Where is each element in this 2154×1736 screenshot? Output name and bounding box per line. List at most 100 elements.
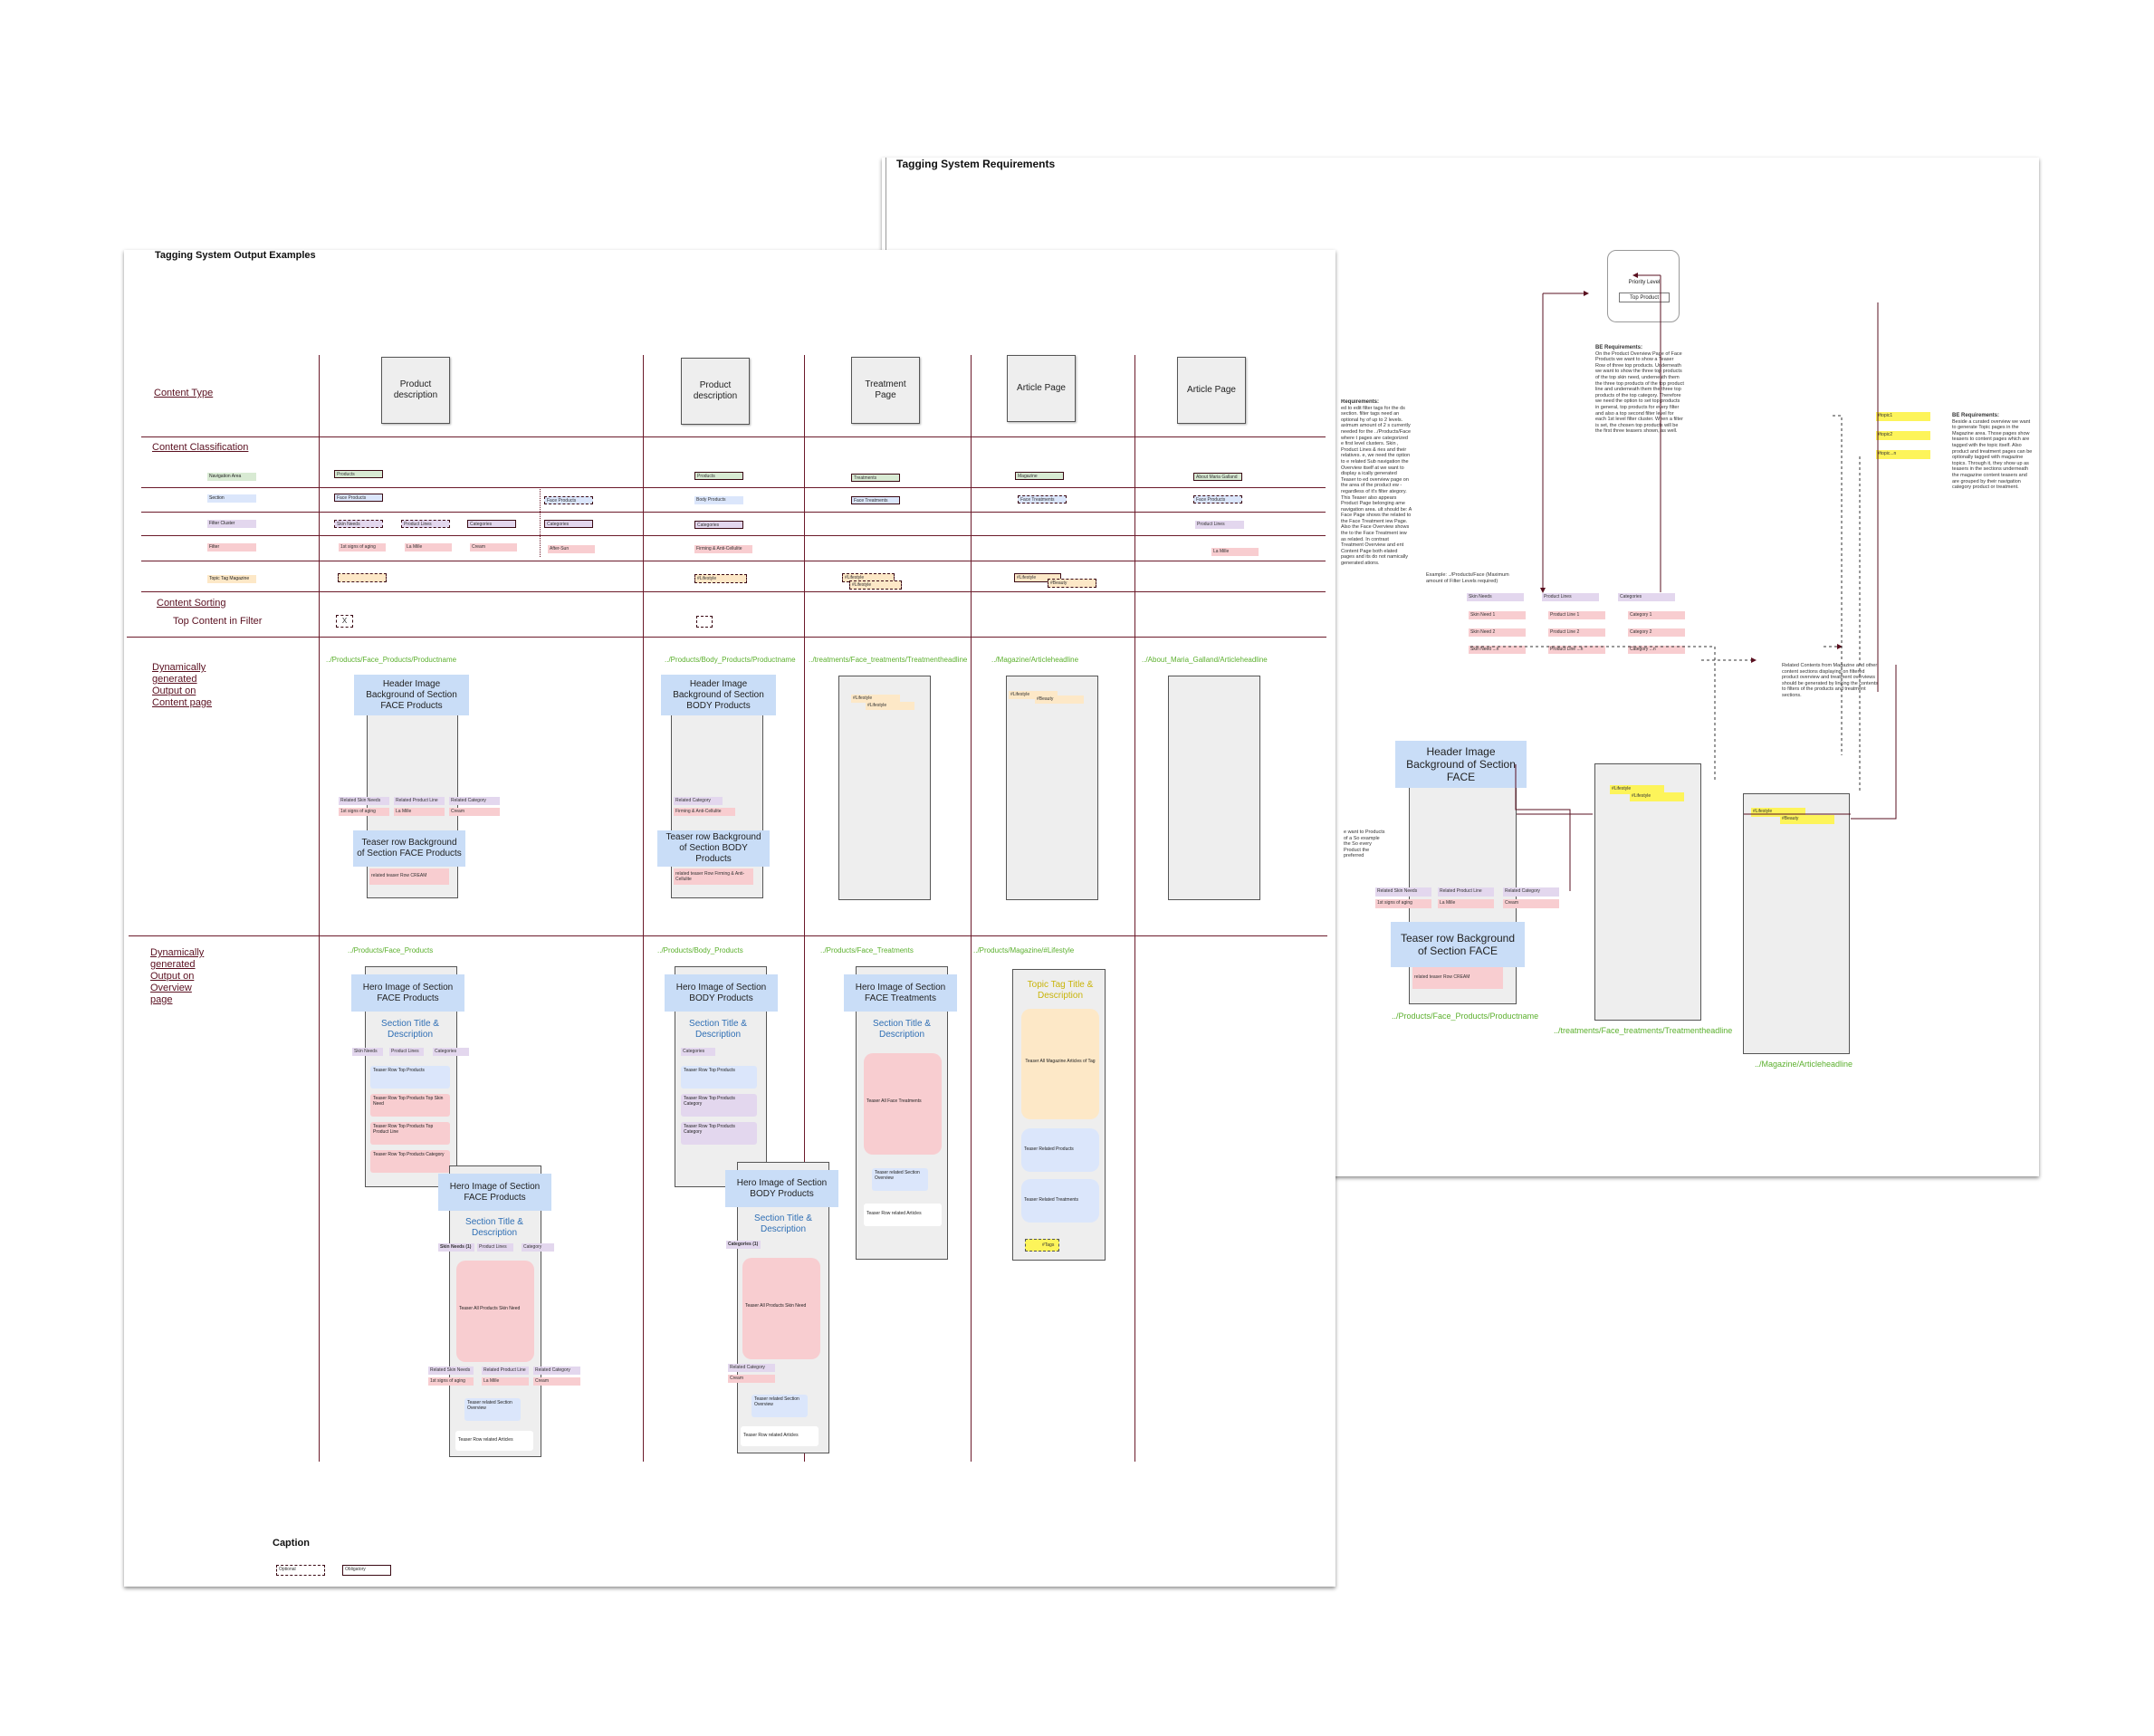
teaser-sub: related teaser Row CREAM [1412,967,1503,989]
row-divider [141,436,1326,437]
overview-hero: Hero Image of Section BODY Products [665,974,778,1012]
filter-item: Category 1 [1628,611,1685,619]
col-divider [643,355,644,1462]
teaser-all: Teaser All Face Treatments [864,1053,942,1155]
caption-optional: Optional [276,1565,325,1576]
overview-section-title: Section Title & Description [381,1019,439,1040]
label-content-sorting: Content Sorting [157,598,226,609]
topic-tag: #topic1 [1876,412,1930,421]
caption-obligatory: Obligatory [342,1565,391,1576]
filter-item: Product Line 1 [1548,611,1605,619]
col-divider [971,355,972,1462]
tag-section: Face Products [334,494,383,502]
content-url[interactable]: ../About_Maria_Galland/Articleheadline [1142,656,1268,664]
face-page-url[interactable]: ../Products/Face_Products/Productname [1392,1012,1539,1021]
topic-tag: #Lifestyle [1751,808,1805,817]
teaser-articles: Teaser Row related Articles [741,1426,819,1446]
treatment-page-url[interactable]: ../treatments/Face_treatments/Treatmenth… [1554,1026,1733,1035]
related-value: 1st signs of aging [1375,899,1431,908]
overview-url[interactable]: ../Products/Face_Treatments [820,946,914,954]
row-filter-cluster: Filter Cluster [207,520,256,528]
overview-url[interactable]: ../Products/Body_Products [657,946,743,954]
row-navigation-area: Navigation Area [207,473,256,481]
tag-filter: La Mille [405,543,452,551]
tag-filter: La Mille [1211,548,1259,556]
row-divider [141,512,1326,513]
row-divider [129,935,1327,936]
overview-url[interactable]: ../Products/Magazine/#Lifestyle [973,946,1075,954]
content-url[interactable]: ../treatments/Face_treatments/Treatmenth… [809,656,968,664]
row-divider [141,535,1326,536]
row-divider [141,487,1326,488]
overview-section-title: Section Title & Description [465,1217,523,1238]
related-value: 1st signs of aging [339,808,389,816]
overview-filter: Skin Needs [352,1048,383,1056]
dotted-separator [540,489,541,557]
tag-nav: Products [334,470,383,478]
label-top-content: Top Content in Filter [173,616,263,627]
filter-item: Product Line ...n [1548,646,1605,654]
tag-section: Body Products [694,496,743,504]
teaser-articles: Teaser Row related Articles [455,1431,533,1451]
treatment-page [1594,763,1701,1021]
topic-tag: #topic2 [1876,431,1930,440]
related-value: Cream [449,808,500,816]
topic-tag: #Lifestyle [1009,691,1058,699]
tag-cluster: Categories [467,520,516,528]
teaser-all: Teaser All Products Skin Need [456,1261,534,1362]
related-chip: Related Product Line [482,1367,529,1375]
content-type-box: Treatment Page [851,357,920,424]
example-label: Example: ../Products/Face (Maximum amoun… [1426,572,1509,584]
content-type-box: Product description [381,357,450,424]
tags-stack: #Tags [1025,1239,1059,1252]
filter-col-categories: Categories [1618,593,1675,601]
col-divider [804,355,805,1462]
filter-item: Skin Need ...n [1469,646,1526,654]
overview-url[interactable]: ../Products/Face_Products [348,946,434,954]
filter-item: Category 2 [1628,628,1685,637]
face-header-image: Header Image Background of Section FACE [1395,741,1527,788]
top-content-marker[interactable]: X [336,615,353,628]
top-product-button[interactable]: Top Product [1619,293,1670,302]
be-requirements-right: BE Requirements:Beside a curated overvie… [1952,413,2035,491]
content-url[interactable]: ../Products/Body_Products/Productname [665,656,796,664]
output-title: Tagging System Output Examples [155,250,316,261]
related-chip: Related Category [728,1364,775,1372]
be-requirements-mid: e want to Products of a So example the S… [1344,830,1385,859]
tag-filter: After-Sun [548,545,595,553]
teaser-all: Teaser All Products Skin Need [742,1258,820,1359]
topic-tag: #Beauty [1780,815,1834,824]
related-value: Cream [728,1375,775,1383]
related-value: Cream [533,1377,580,1386]
tag-filter: Cream [470,543,517,551]
related-chip: Related Skin Needs [339,797,389,805]
requirements-title: Tagging System Requirements [896,158,1056,170]
related-chip: Related Category [449,797,500,805]
overview-filter: Categories (1) [726,1241,761,1249]
content-teaser-row: Teaser row Background of Section BODY Pr… [657,830,770,867]
related-contents-note: Related Contents from Magazine and other… [1782,663,1879,698]
related-value: 1st signs of aging [428,1377,474,1386]
tag-cluster: Product Lines [1195,521,1244,529]
content-page-face [367,688,458,898]
content-url[interactable]: ../Magazine/Articleheadline [991,656,1079,664]
content-url[interactable]: ../Products/Face_Products/Productname [326,656,457,664]
content-page-body [671,688,763,898]
label-content-type: Content Type [154,388,214,398]
content-page-treatment [838,676,931,900]
tag-section-optional: Face Treatments [1018,495,1067,504]
teaser-row: Teaser Row Top Products [681,1066,757,1089]
caption-title: Caption [273,1538,310,1549]
row-divider [127,637,1326,638]
teaser-section: Teaser related Section Overview [752,1395,808,1417]
overview-section-title: Section Title & Description [754,1213,812,1234]
overview-section-title: Section Title & Description [873,1019,931,1040]
related-value: La Mille [482,1377,529,1386]
overview-hero: Hero Image of Section FACE Treatments [844,974,957,1012]
be-left-heading: Requirements: [1341,399,1380,405]
overview-section-title: Section Title & Description [689,1019,747,1040]
be-requirements-left: Requirements:ed to edit filter tags for … [1341,399,1412,662]
magazine-page [1743,793,1850,1054]
magazine-page-url[interactable]: ../Magazine/Articleheadline [1755,1060,1853,1069]
related-chip: Related Category [1503,887,1559,897]
